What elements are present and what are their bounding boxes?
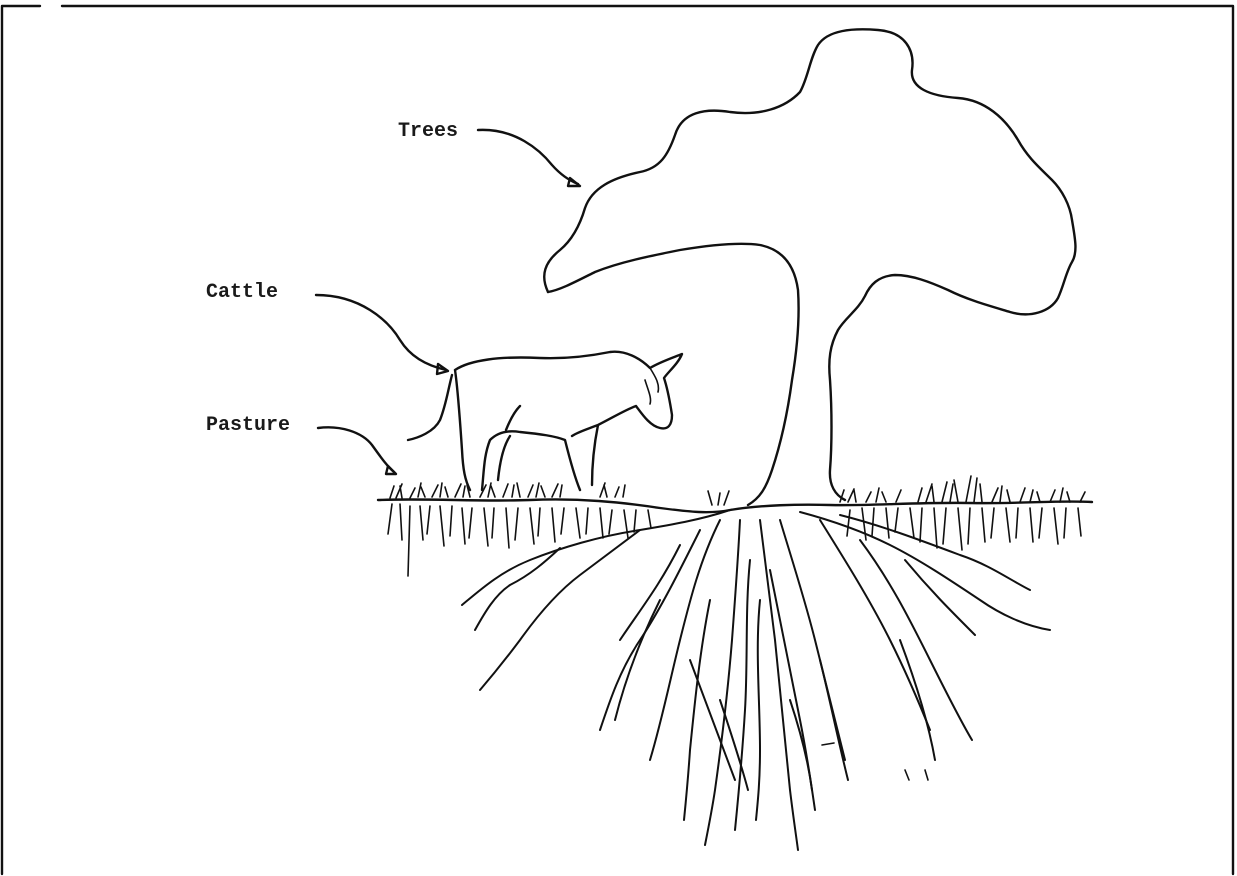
pasture-arrow	[318, 427, 396, 474]
pasture-label: Pasture	[206, 414, 290, 437]
trees-arrow	[478, 130, 580, 186]
trees-label: Trees	[398, 120, 458, 143]
cattle-arrow	[316, 295, 448, 374]
tree-roots	[462, 510, 1050, 850]
tree-trunk-left	[548, 244, 799, 505]
stray-mark-2	[905, 770, 928, 780]
cow-outline	[408, 352, 682, 490]
cattle-label: Cattle	[206, 281, 278, 304]
cow-ear	[645, 368, 658, 404]
ground-line	[378, 499, 1092, 512]
tree-canopy	[544, 29, 1075, 500]
stray-mark	[822, 743, 834, 745]
frame-border	[2, 6, 1233, 874]
pasture-roots	[388, 504, 1081, 576]
